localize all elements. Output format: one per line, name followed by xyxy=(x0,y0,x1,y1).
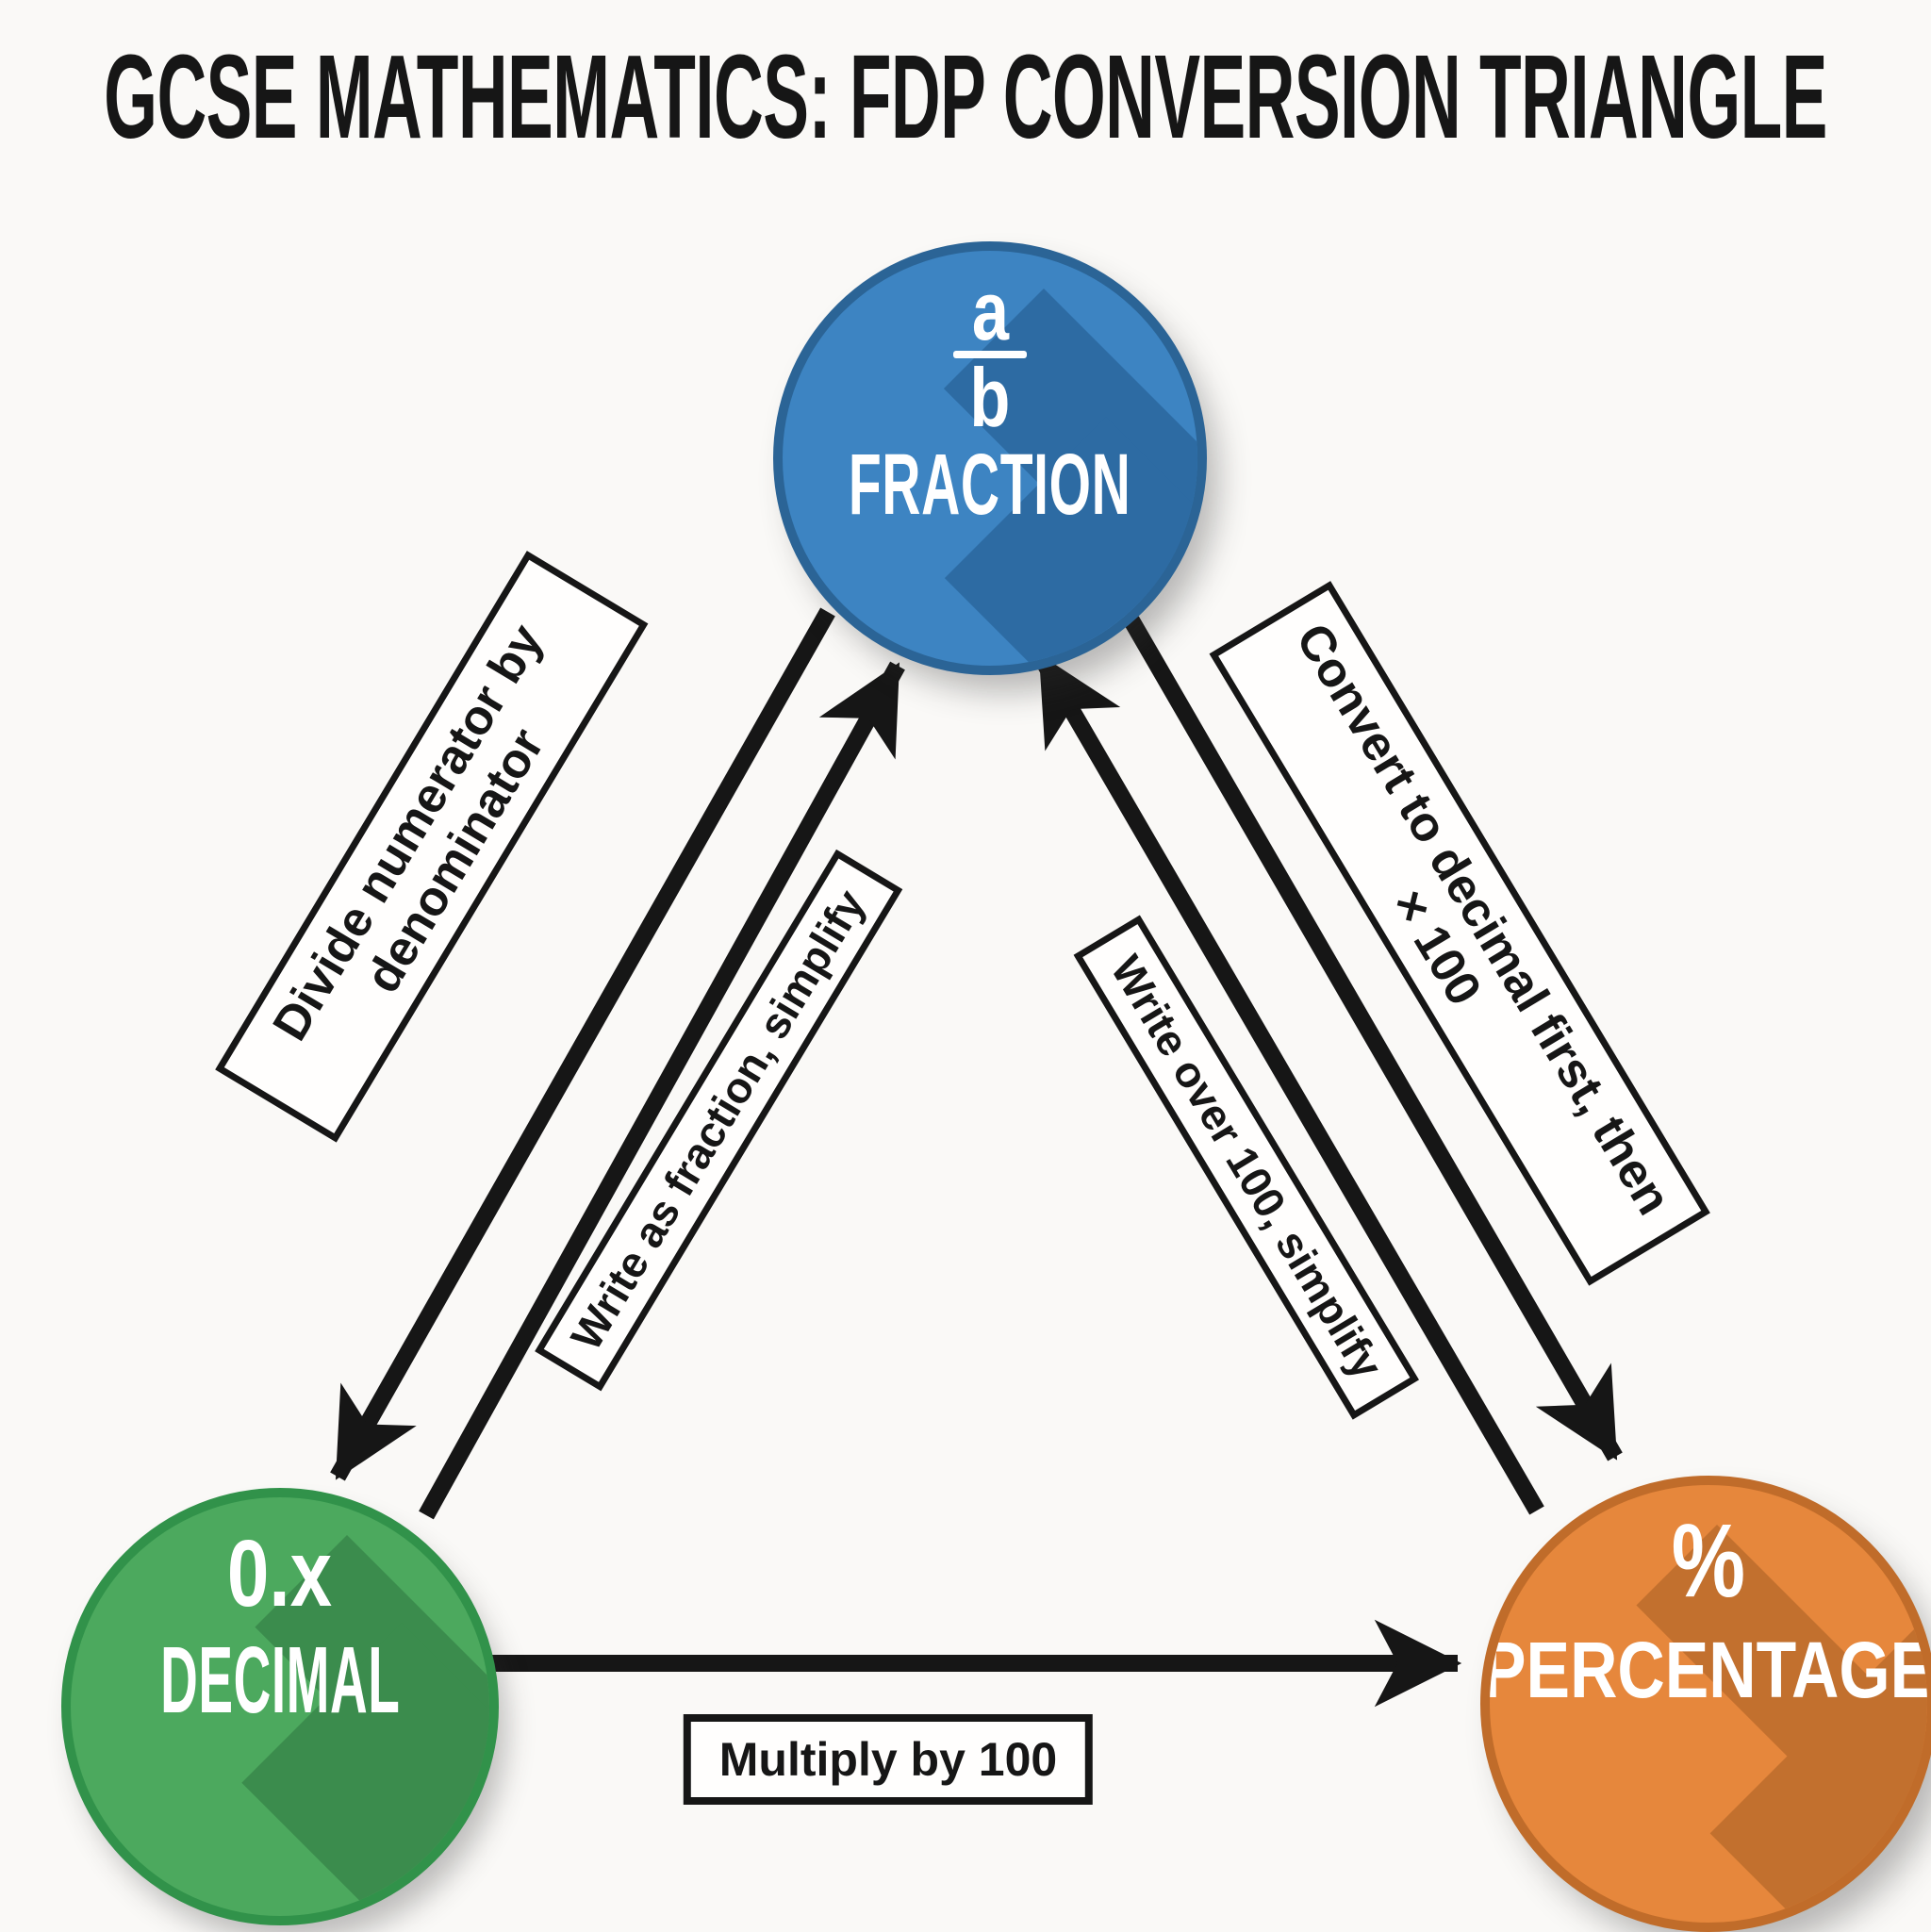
arrow-fraction-to-percentage-icon xyxy=(1124,616,1623,1461)
node-percentage: % PERCENTAGE xyxy=(1480,1476,1931,1932)
node-fraction: a b FRACTION xyxy=(773,241,1207,675)
fraction-denominator: b xyxy=(969,351,1011,445)
fraction-numerator: a xyxy=(971,264,1009,357)
percentage-symbol: % xyxy=(1671,1503,1746,1619)
fraction-bar-icon xyxy=(953,351,1027,359)
decimal-symbol: 0.x xyxy=(227,1521,333,1627)
node-fraction-label: FRACTION xyxy=(849,437,1131,534)
node-percentage-label: PERCENTAGE xyxy=(1482,1626,1931,1715)
fraction-symbol: a b xyxy=(953,264,1027,445)
node-decimal-label: DECIMAL xyxy=(159,1627,401,1733)
arrow-decimal-to-fraction-icon xyxy=(419,661,905,1520)
arrow-fraction-to-decimal-icon xyxy=(330,607,835,1481)
node-decimal: 0.x DECIMAL xyxy=(61,1488,499,1925)
arrow-percentage-to-fraction-icon xyxy=(1033,652,1544,1515)
page-title: GCSE MATHEMATICS: FDP CONVERSION TRIANGL… xyxy=(104,30,1827,163)
edge-label-decimal-to-percentage: Multiply by 100 xyxy=(683,1714,1094,1805)
